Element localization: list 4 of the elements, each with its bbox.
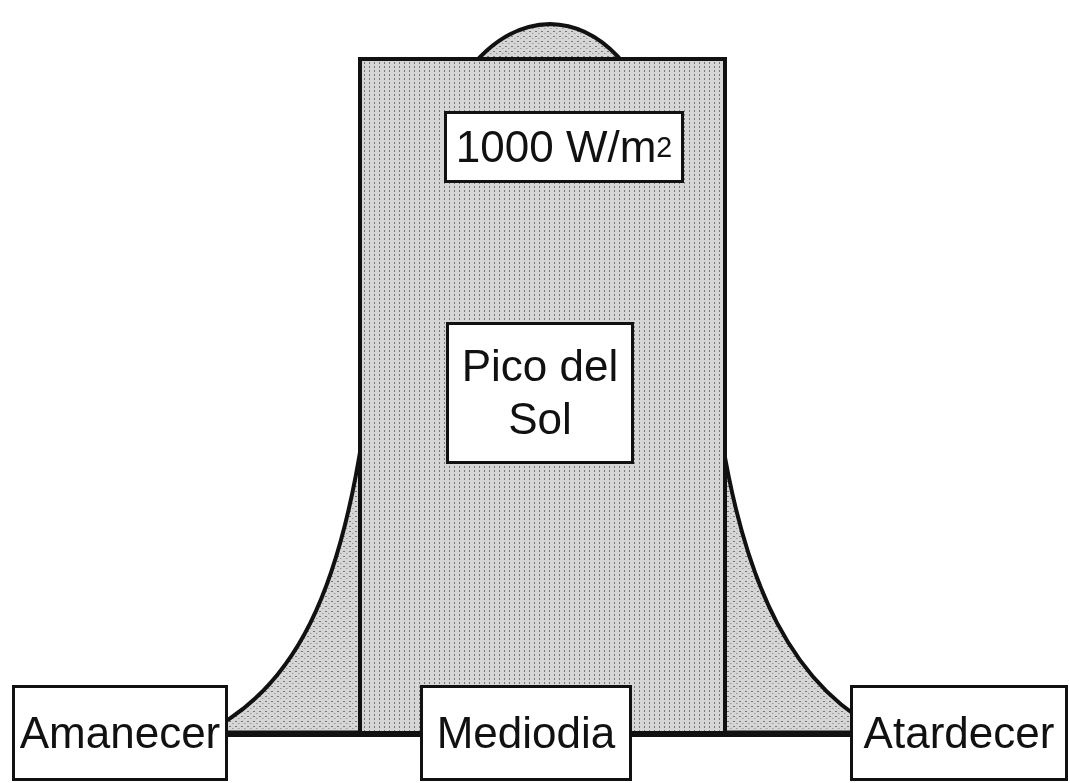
time-label: Amanecer — [12, 685, 228, 781]
label-box: Pico del Sol — [446, 322, 634, 464]
time-label: Atardecer — [850, 685, 1068, 781]
time-label: Mediodia — [420, 685, 632, 781]
